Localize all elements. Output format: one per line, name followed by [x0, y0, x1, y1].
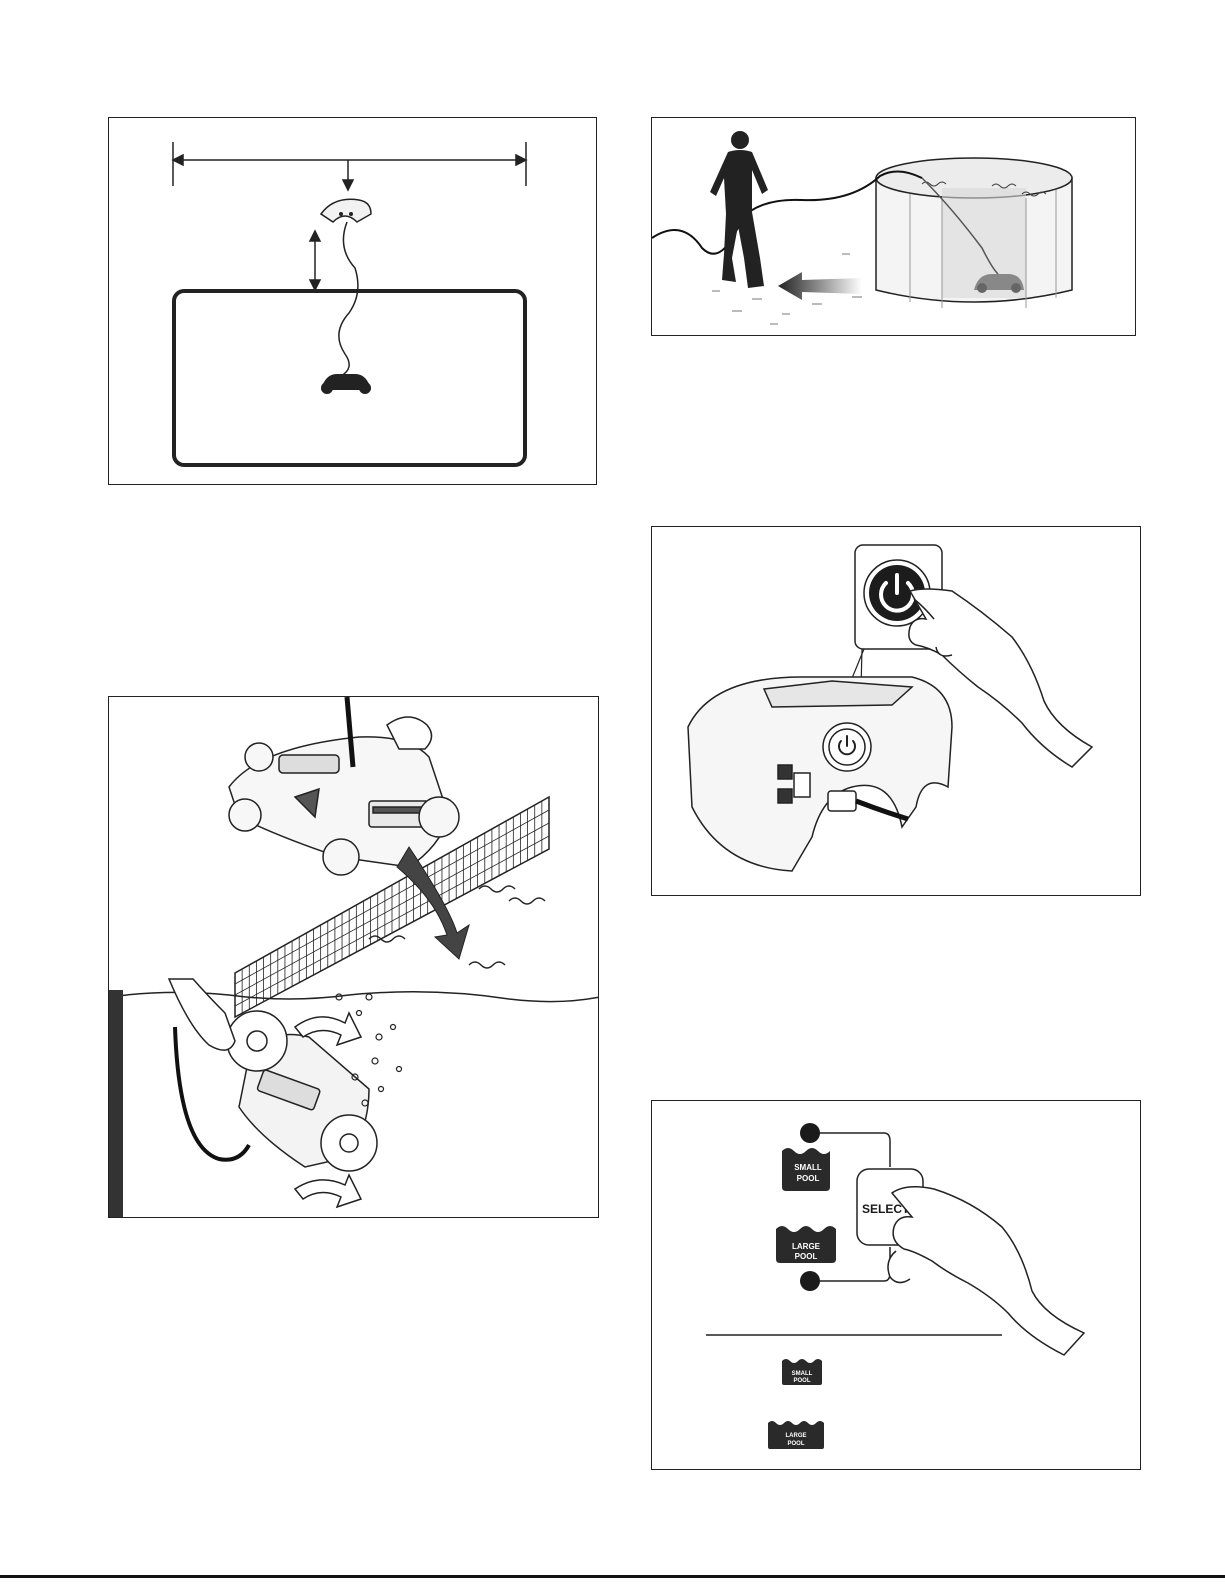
- figure-cable-length: [108, 117, 597, 485]
- footer-rule: [0, 1575, 1225, 1578]
- small-pool-legend-line1: SMALL: [792, 1371, 813, 1377]
- large-pool-badge-legend: LARGE POOL: [768, 1421, 824, 1449]
- small-pool-indicator-light: [800, 1123, 820, 1143]
- arrow-icon: [778, 272, 862, 300]
- power-button-diagram: [652, 527, 1141, 896]
- cable-length-diagram: [109, 118, 597, 485]
- robot-cleaner-icon: [321, 374, 371, 394]
- large-pool-label-line1: LARGE: [792, 1242, 821, 1251]
- pool-wall: [109, 990, 123, 1218]
- power-supply-unit: [688, 677, 952, 871]
- distance-arrow: [310, 231, 320, 290]
- hand-icon: [888, 1187, 1084, 1355]
- large-pool-badge: LARGE POOL: [776, 1226, 836, 1263]
- large-pool-label-line2: POOL: [795, 1252, 818, 1261]
- figure-robot-submerge: [108, 696, 599, 1218]
- robot-submerge-diagram: [109, 697, 599, 1218]
- cable-line: [339, 222, 358, 376]
- hand-icon: [169, 979, 235, 1050]
- figure-power-button: [651, 526, 1141, 896]
- large-pool-legend-line1: LARGE: [786, 1433, 807, 1439]
- power-supply-icon: [321, 199, 371, 222]
- robot-cleaner-icon: [229, 737, 459, 875]
- small-pool-label-line2: POOL: [797, 1174, 820, 1183]
- above-ground-pool: [876, 158, 1072, 308]
- figure-mode-select: SMALL POOL LARGE POOL SELECT SMALL POOL: [651, 1100, 1141, 1470]
- small-pool-badge-legend: SMALL POOL: [782, 1359, 822, 1385]
- small-pool-badge: SMALL POOL: [782, 1148, 830, 1191]
- above-ground-pool-scene: [652, 118, 1136, 336]
- cable-span-arrow: [173, 142, 526, 190]
- figure-above-ground-pool: [651, 117, 1136, 336]
- small-pool-label-line1: SMALL: [794, 1163, 822, 1172]
- mode-select-diagram: SMALL POOL LARGE POOL SELECT SMALL POOL: [652, 1101, 1141, 1470]
- small-pool-legend-line2: POOL: [793, 1378, 810, 1384]
- large-pool-legend-line2: POOL: [787, 1441, 804, 1447]
- large-pool-indicator-light: [800, 1271, 820, 1291]
- person-silhouette: [710, 131, 768, 288]
